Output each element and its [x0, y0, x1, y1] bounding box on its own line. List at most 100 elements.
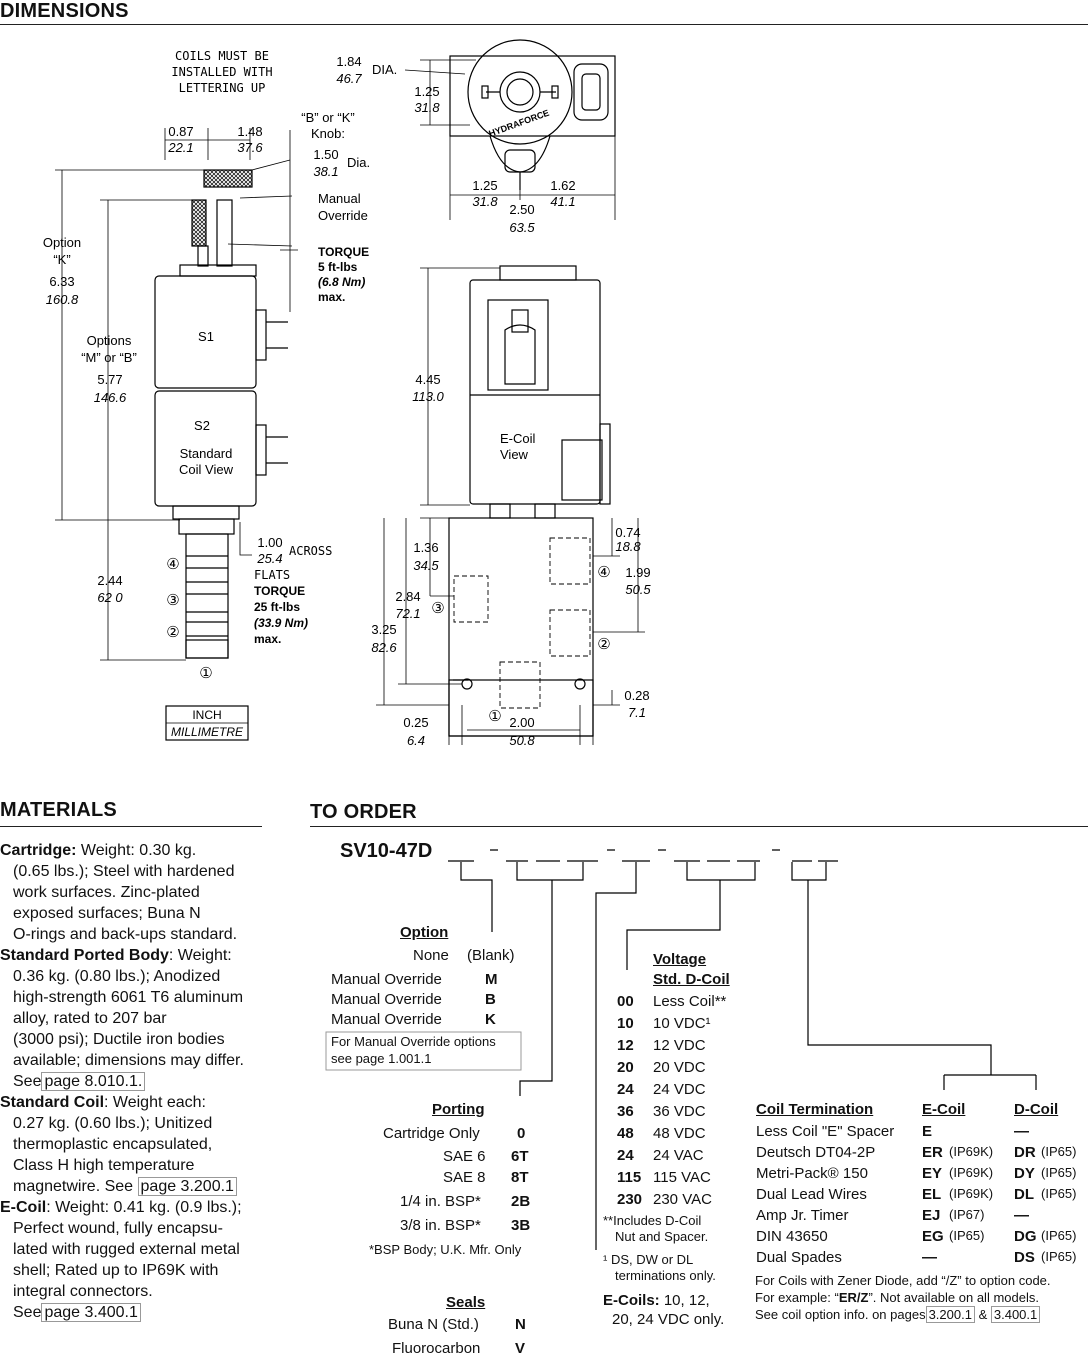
dim-318b: 31.8 — [472, 194, 498, 209]
voltage-title-1: Voltage — [653, 951, 707, 968]
dim-467: 46.7 — [336, 71, 362, 86]
ecoil-page-link[interactable]: page 3.400.1 — [41, 1303, 141, 1322]
term-ecode: ER — [922, 1144, 943, 1161]
ecoils-label: E-Coils: — [603, 1292, 660, 1309]
mat-line: O-rings and back-ups standard. — [13, 926, 238, 943]
voltage-label: 230 VAC — [653, 1191, 712, 1208]
term-label: Deutsch DT04-2P — [756, 1144, 876, 1161]
zener-note-2: For example: “ER/Z”. Not available on al… — [755, 1290, 1039, 1305]
mat-line: shell; Rated up to IP69K with — [13, 1262, 219, 1279]
term-label: Less Coil "E" Spacer — [756, 1123, 895, 1140]
ecoil-view-1: E-Coil — [500, 431, 536, 446]
seals-row-code: N — [515, 1316, 526, 1333]
mat-line: (3000 psi); Ductile iron bodies — [13, 1031, 225, 1048]
option-k-2: “K” — [53, 252, 70, 267]
mat-line: 0.36 kg. (0.80 lbs.); Anodized — [13, 968, 221, 985]
manual-override-2: Override — [318, 208, 368, 223]
mat-line: Class H high temperature — [13, 1157, 195, 1174]
term-drating: (IP65) — [1041, 1228, 1077, 1243]
dim-64: 6.4 — [407, 733, 425, 748]
term-erating: (IP69K) — [949, 1144, 994, 1159]
dim-250: 2.50 — [509, 202, 534, 217]
seals-row-label: Buna N (Std.) — [388, 1316, 479, 1333]
torque2-2: 25 ft-lbs — [254, 600, 300, 614]
term-dcode: DS — [1014, 1249, 1035, 1266]
mat-line: exposed surfaces; Buna N — [13, 905, 201, 922]
dim-826: 82.6 — [371, 640, 397, 655]
flats-label: FLATS — [254, 568, 290, 582]
mat-line: (0.65 lbs.); Steel with hardened — [13, 863, 235, 880]
coil-page-link[interactable]: page 3.200.1 — [137, 1177, 237, 1196]
std-coil-1: Standard — [180, 446, 233, 461]
dimension-drawing: COILS MUST BE INSTALLED WITH LETTERING U… — [43, 39, 651, 748]
mat-line: lated with rugged external metal — [13, 1241, 240, 1258]
zener-page1-link[interactable]: 3.200.1 — [925, 1306, 975, 1323]
body-page-link[interactable]: page 8.010.1. — [41, 1072, 146, 1091]
option-row-code: B — [485, 991, 496, 1008]
dim-411: 41.1 — [550, 194, 575, 209]
term-erating: (IP65) — [949, 1228, 985, 1243]
option-note-1: For Manual Override options — [331, 1034, 496, 1049]
voltage-code: 20 — [617, 1059, 634, 1076]
dimensions-heading: DIMENSIONS — [0, 0, 129, 22]
ecoils-text-1: 10, 12, — [659, 1292, 710, 1309]
knob — [203, 169, 253, 188]
order-connector-lines — [325, 849, 1037, 1250]
term-title: Coil Termination — [756, 1101, 874, 1118]
manual-override-1: Manual — [318, 191, 361, 206]
option-row-label: Manual Override — [331, 1011, 442, 1028]
zener-2c: ”. Not available on all models. — [868, 1290, 1039, 1305]
dcoil-col: D-Coil — [1014, 1101, 1059, 1118]
torque2-1: TORQUE — [254, 584, 305, 598]
ecoils-note-2: 20, 24 VDC only. — [612, 1311, 725, 1328]
manual-override-hatched — [191, 199, 207, 247]
dim-100: 1.00 — [257, 535, 282, 550]
dim-025: 0.25 — [403, 715, 428, 730]
seals-title: Seals — [446, 1294, 486, 1311]
porting-row-code: 8T — [511, 1169, 529, 1186]
dim-150: 1.50 — [313, 147, 338, 162]
term-drating: (IP65) — [1041, 1165, 1077, 1180]
porting-row-code: 6T — [511, 1148, 529, 1165]
porting-note: *BSP Body; U.K. Mfr. Only — [369, 1242, 522, 1257]
dim-376: 37.6 — [237, 140, 263, 155]
torque2-3: (33.9 Nm) — [254, 616, 308, 630]
dim-074: 0.74 — [615, 525, 640, 540]
materials-text: Cartridge: Weight: 0.30 kg. (0.65 lbs.);… — [0, 840, 272, 1323]
option-k-1: Option — [43, 235, 81, 250]
dim-244: 2.44 — [97, 573, 122, 588]
term-ecode: EY — [922, 1165, 943, 1182]
s2-label: S2 — [194, 418, 210, 433]
porting-row-label: 3/8 in. BSP* — [400, 1217, 481, 1234]
term-ecode: E — [922, 1123, 933, 1140]
torque1-4: max. — [318, 290, 345, 304]
voltage-label: 48 VDC — [653, 1125, 706, 1142]
voltage-code: 00 — [617, 993, 634, 1010]
dim-445: 4.45 — [415, 372, 440, 387]
ecoils-note-1: E-Coils: 10, 12, — [603, 1292, 710, 1309]
dim-148: 1.48 — [237, 124, 262, 139]
mat-line: Perfect wound, fully encapsu- — [13, 1220, 223, 1237]
voltage-label: 24 VDC — [653, 1081, 706, 1098]
term-drating: (IP65) — [1041, 1249, 1077, 1264]
mat-line: thermoplastic encapsulated, — [13, 1136, 213, 1153]
coil-label: Standard Coil — [0, 1094, 105, 1111]
dim-633: 6.33 — [49, 274, 74, 289]
term-ecode: EJ — [922, 1207, 941, 1224]
dim-221: 22.1 — [167, 140, 193, 155]
term-erating: (IP69K) — [949, 1186, 994, 1201]
porting-row-code: 2B — [511, 1193, 531, 1210]
dim-508: 50.8 — [509, 733, 535, 748]
voltage-note2-2: terminations only. — [615, 1268, 716, 1283]
dim-125a: 1.25 — [414, 84, 439, 99]
zener-page2-link[interactable]: 3.400.1 — [990, 1306, 1041, 1323]
dim-1466: 146.6 — [94, 390, 127, 405]
term-ecode: — — [922, 1249, 937, 1266]
porting-row-label: 1/4 in. BSP* — [400, 1193, 481, 1210]
option-row-label: None — [413, 947, 449, 964]
mat-line: available; dimensions may differ. — [13, 1052, 244, 1069]
seals-row-label: Fluorocarbon — [392, 1340, 481, 1357]
ecoil-view-2: View — [500, 447, 529, 462]
voltage-code: 12 — [617, 1037, 634, 1054]
